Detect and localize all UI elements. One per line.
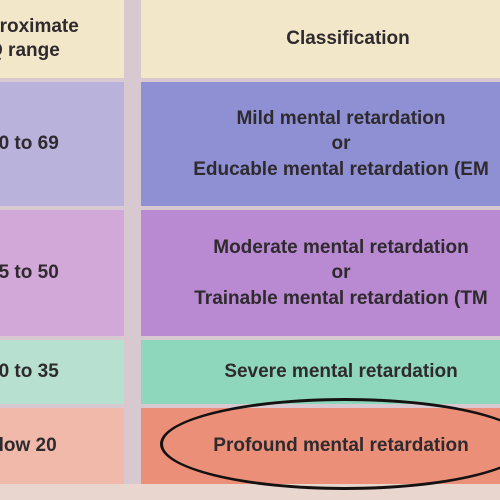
row-severe-classification: Severe mental retardation <box>141 340 500 404</box>
classification-or: or <box>331 262 351 284</box>
classification-line: Mild mental retardation <box>236 107 446 129</box>
classification-or: or <box>331 133 351 155</box>
range-value: 20 to 35 <box>0 361 59 383</box>
classification-line: Educable mental retardation (EM <box>193 158 489 180</box>
classification-line: Moderate mental retardation <box>213 236 469 258</box>
row-moderate-range: 35 to 50 <box>0 210 124 336</box>
range-value: 50 to 69 <box>0 133 59 155</box>
row-mild-classification: Mild mental retardation or Educable ment… <box>141 82 500 206</box>
row-profound-classification: Profound mental retardation <box>141 408 500 484</box>
header-classification-label: Classification <box>286 28 410 50</box>
range-value: 35 to 50 <box>0 262 59 284</box>
row-mild-range: 50 to 69 <box>0 82 124 206</box>
classification-line: Trainable mental retardation (TM <box>194 287 488 309</box>
header-classification: Classification <box>141 0 500 78</box>
classification-line: Severe mental retardation <box>224 361 458 383</box>
table-bottom-edge <box>0 484 500 500</box>
header-iq-range-line1: proximate <box>0 16 79 38</box>
header-iq-range: proximate Q range <box>0 0 124 78</box>
row-moderate-classification: Moderate mental retardation or Trainable… <box>141 210 500 336</box>
header-iq-range-line2: Q range <box>0 40 60 61</box>
row-profound-range: elow 20 <box>0 408 124 484</box>
range-value: elow 20 <box>0 435 57 457</box>
classification-line: Profound mental retardation <box>213 435 469 457</box>
row-severe-range: 20 to 35 <box>0 340 124 404</box>
